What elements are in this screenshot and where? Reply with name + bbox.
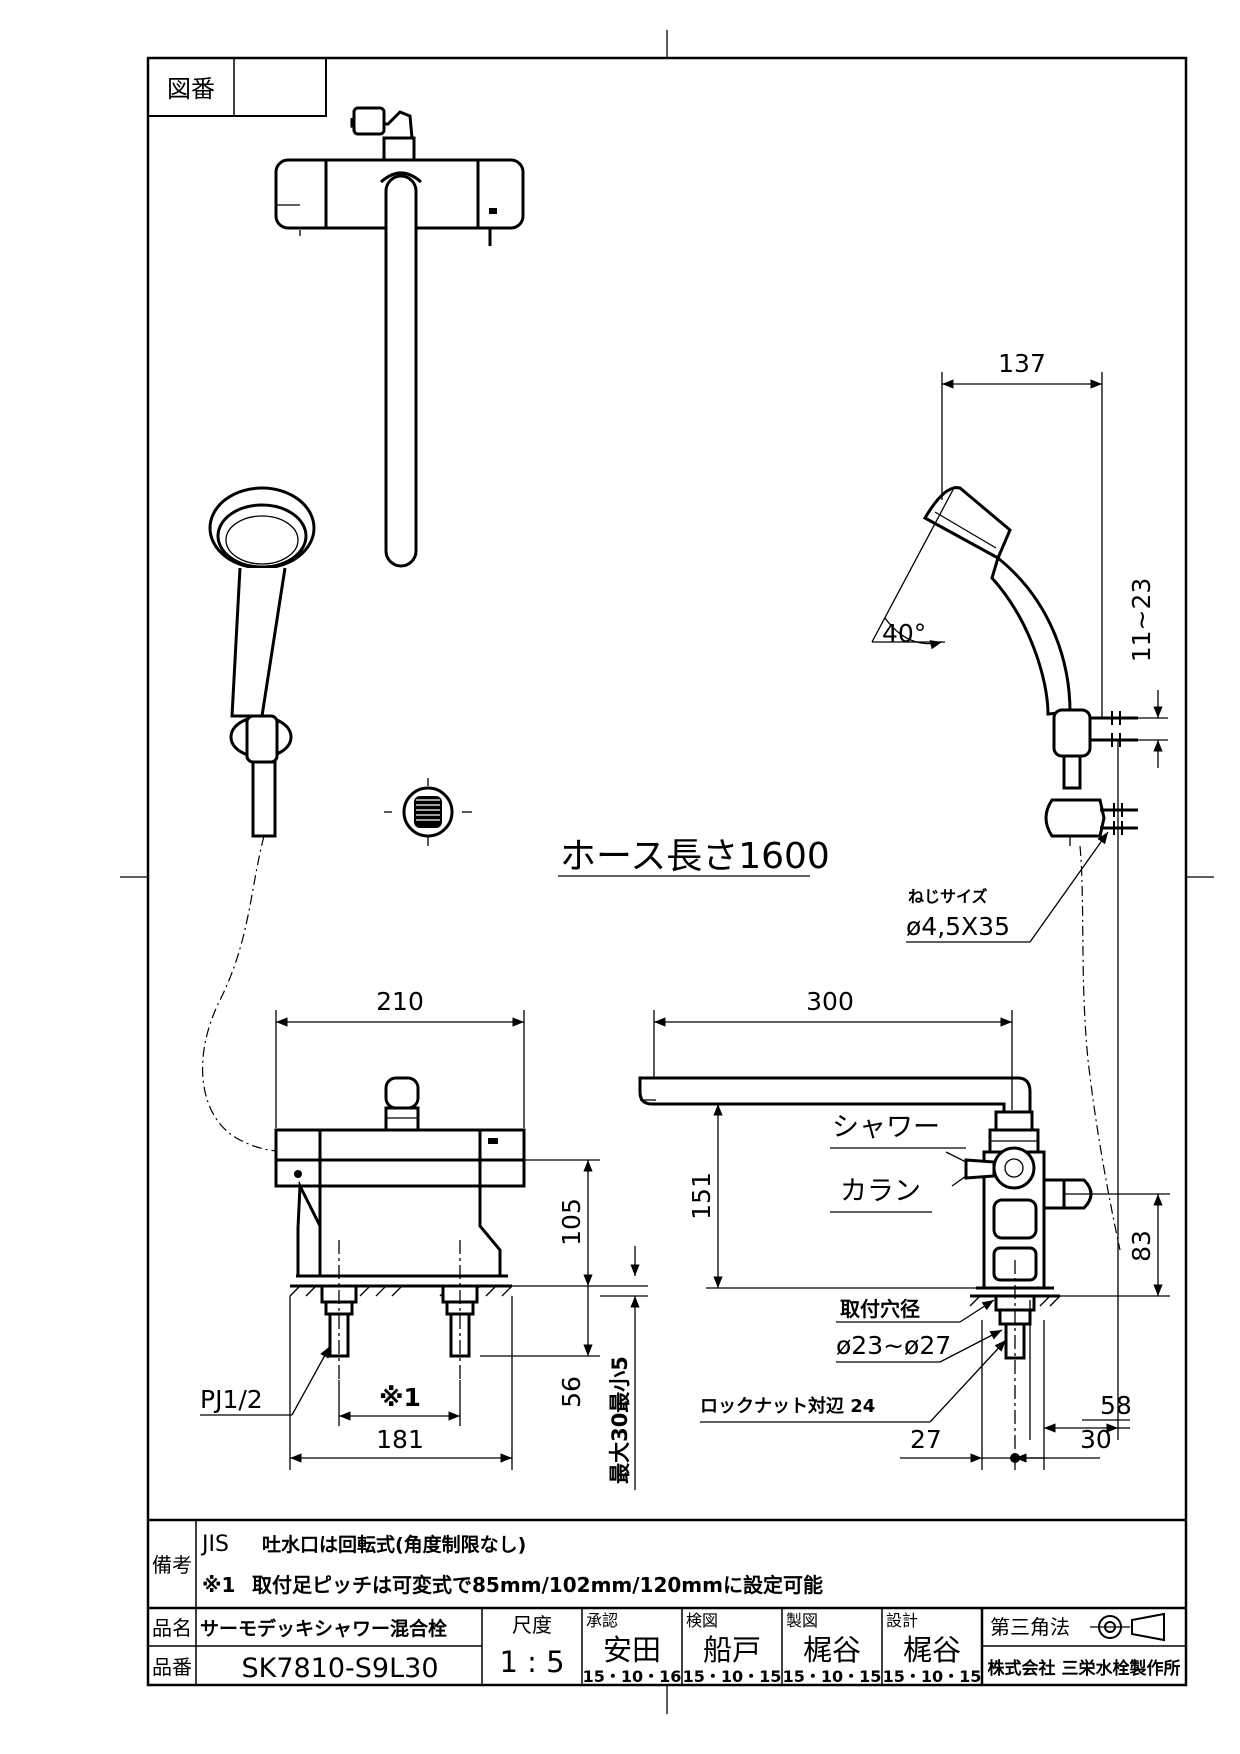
dim-11-23-label: 11~23 (1127, 578, 1156, 663)
dimension-105-56: 105 56 最大30最小5 (480, 1159, 648, 1490)
scale-value: 1 : 5 (499, 1645, 564, 1679)
dimension-300: 300 (653, 987, 1013, 1110)
dimension-151: 151 (687, 1103, 984, 1289)
approved-name: 安田 (603, 1633, 661, 1667)
dimension-58-27-30: 58 27 30 (900, 1296, 1132, 1470)
dim-83-label: 83 (1127, 1230, 1156, 1262)
dim-137-label: 137 (998, 349, 1046, 378)
notes-line2: 取付足ピッチは可変式で85mm/102mm/120mmに設定可能 (252, 1573, 823, 1597)
scale-label: 尺度 (512, 1613, 552, 1637)
notes-jis: JIS (200, 1532, 229, 1557)
dim-30-label: 30 (1080, 1425, 1112, 1454)
pitch-ref-label: ※1 (379, 1383, 421, 1412)
product-name: サーモデッキシャワー混合栓 (200, 1617, 447, 1640)
notes-block: 備考 JIS 吐水口は回転式(角度制限なし) ※1 取付足ピッチは可変式で85m… (148, 1518, 1186, 1610)
wall-holder-center (384, 778, 472, 846)
screw-size-label: ねじサイズ (908, 887, 988, 906)
approved-label: 承認 (586, 1611, 618, 1630)
product-name-label: 品名 (152, 1616, 192, 1640)
dimension-83: 83 (1060, 740, 1170, 1297)
dim-27-label: 27 (910, 1425, 942, 1454)
notes-line1: 吐水口は回転式(角度制限なし) (262, 1533, 526, 1556)
drawn-name: 梶谷 (803, 1633, 861, 1667)
product-code-label: 品番 (152, 1655, 192, 1679)
checked-label: 検図 (686, 1611, 718, 1630)
design-date: 15・10・15 (883, 1667, 982, 1686)
dimension-11-23: 11~23 (1127, 578, 1168, 768)
mount-hole-value: ø23~ø27 (836, 1331, 951, 1360)
product-code: SK7810-S9L30 (241, 1653, 438, 1684)
mount-hole-annotation: 取付穴径 ø23~ø27 (836, 1297, 1003, 1363)
dimension-210: 210 (275, 987, 525, 1128)
dimension-137: 137 (941, 349, 1103, 718)
max-min-label: 最大30最小5 (608, 1356, 632, 1484)
approved-date: 15・10・16 (583, 1667, 682, 1686)
karan-label: カラン (840, 1176, 921, 1207)
design-name: 梶谷 (903, 1633, 961, 1667)
screw-size-annotation: ねじサイズ ø4,5X35 (906, 831, 1109, 943)
pj-label: PJ1/2 (200, 1385, 263, 1414)
dim-181-label: 181 (376, 1425, 424, 1454)
dim-105-label: 105 (557, 1198, 586, 1246)
hand-shower-left (202, 486, 321, 1152)
shower-label: シャワー (832, 1112, 940, 1143)
hand-shower-right (922, 486, 1138, 1251)
dim-210-label: 210 (376, 987, 424, 1016)
hose-length-annotation: ホース長さ1600 (558, 836, 830, 877)
third-angle-projection-icon (1090, 1612, 1165, 1642)
top-view (274, 106, 525, 568)
dim-58-label: 58 (1100, 1391, 1132, 1420)
locknut-label: ロックナット対辺 24 (700, 1395, 875, 1417)
wall-screws (1090, 711, 1138, 835)
dim-56-label: 56 (557, 1376, 586, 1408)
drawn-label: 製図 (786, 1611, 818, 1630)
drawing-frame (120, 30, 1214, 1714)
design-label: 設計 (886, 1611, 918, 1630)
mount-hole-label: 取付穴径 (840, 1297, 920, 1321)
notes-label: 備考 (152, 1553, 192, 1577)
title-block: 品名 サーモデッキシャワー混合栓 品番 SK7810-S9L30 尺度 1 : … (148, 1608, 1186, 1686)
dim-300-label: 300 (806, 987, 854, 1016)
drawn-date: 15・10・15 (783, 1667, 882, 1686)
hose-length-text: ホース長さ1600 (560, 836, 830, 877)
dimension-181: PJ1/2 ※1 181 (200, 1296, 513, 1470)
drawing-number-box: 図番 (147, 57, 327, 117)
company-name: 株式会社 三栄水栓製作所 (988, 1658, 1181, 1679)
locknut-annotation: ロックナット対辺 24 (700, 1339, 1007, 1423)
drawing-number-label: 図番 (167, 75, 215, 103)
front-view (274, 1076, 526, 1380)
projection-label: 第三角法 (990, 1615, 1070, 1639)
angle-annotation: 40° (871, 485, 956, 650)
angle-label: 40° (882, 619, 926, 648)
screw-size-value: ø4,5X35 (906, 912, 1010, 941)
notes-mark: ※1 (202, 1573, 235, 1597)
checked-name: 船戸 (703, 1633, 761, 1667)
dim-151-label: 151 (687, 1172, 716, 1220)
checked-date: 15・10・15 (683, 1667, 782, 1686)
handle-labels: シャワー カラン (830, 1112, 966, 1213)
